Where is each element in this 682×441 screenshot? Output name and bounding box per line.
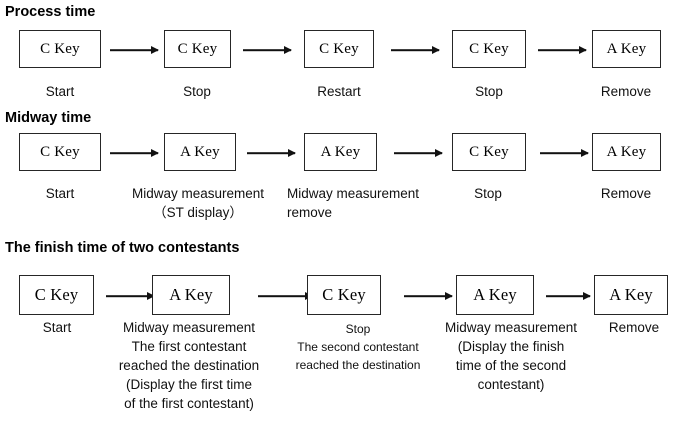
key-box-s1-step5: A Key xyxy=(592,30,661,68)
caption-s1-step5: Remove xyxy=(600,84,652,99)
caption-s1-step1: Start xyxy=(45,84,75,99)
caption-s3-step3: Stop The second contestant reached the d… xyxy=(295,322,421,372)
key-box-s2-step1: C Key xyxy=(19,133,101,171)
key-box-s3-step1: C Key xyxy=(19,275,94,315)
key-box-s3-step3: C Key xyxy=(307,275,381,315)
section-title-midway-time: Midway time xyxy=(5,110,92,126)
key-box-s2-step3: A Key xyxy=(304,133,377,171)
caption-s3-step1: Start xyxy=(42,320,72,335)
key-box-s2-step5: A Key xyxy=(592,133,661,171)
caption-s2-step3: Midway measurement remove xyxy=(287,186,420,220)
section-title-finish-time: The finish time of two contestants xyxy=(5,240,240,256)
arrow-right-s2-4 xyxy=(540,149,589,157)
caption-s3-step4: Midway measurement (Display the finish t… xyxy=(444,320,578,392)
arrow-right-s1-4 xyxy=(538,46,587,54)
caption-s2-step4: Stop xyxy=(474,186,502,201)
arrow-right-s1-3 xyxy=(391,46,440,54)
key-box-s3-step4: A Key xyxy=(456,275,534,315)
key-box-s1-step4: C Key xyxy=(452,30,526,68)
caption-s1-step2: Stop xyxy=(183,84,211,99)
section-title-process-time: Process time xyxy=(5,4,96,20)
arrow-right-s3-1 xyxy=(106,292,155,300)
arrow-right-s1-1 xyxy=(110,46,159,54)
key-box-s3-step5: A Key xyxy=(594,275,668,315)
key-box-s1-step2: C Key xyxy=(164,30,231,68)
arrow-right-s3-2 xyxy=(258,292,313,300)
caption-s3-step2: Midway measurement The first contestant … xyxy=(118,320,260,411)
key-box-s2-step4: C Key xyxy=(452,133,526,171)
arrow-right-s3-4 xyxy=(546,292,591,300)
key-box-s2-step2: A Key xyxy=(164,133,236,171)
caption-s1-step3: Restart xyxy=(317,84,361,99)
key-box-s1-step3: C Key xyxy=(304,30,374,68)
key-box-s3-step2: A Key xyxy=(152,275,230,315)
caption-s1-step4: Stop xyxy=(475,84,503,99)
arrow-right-s2-1 xyxy=(110,149,159,157)
caption-s3-step5: Remove xyxy=(608,320,660,335)
arrow-right-s1-2 xyxy=(243,46,292,54)
caption-s2-step2: Midway measurement （ST display） xyxy=(131,186,265,220)
caption-s2-step5: Remove xyxy=(600,186,652,201)
arrow-right-s2-3 xyxy=(394,149,443,157)
arrow-right-s2-2 xyxy=(247,149,296,157)
arrow-right-s3-3 xyxy=(404,292,453,300)
key-box-s1-step1: C Key xyxy=(19,30,101,68)
caption-s2-step1: Start xyxy=(45,186,75,201)
